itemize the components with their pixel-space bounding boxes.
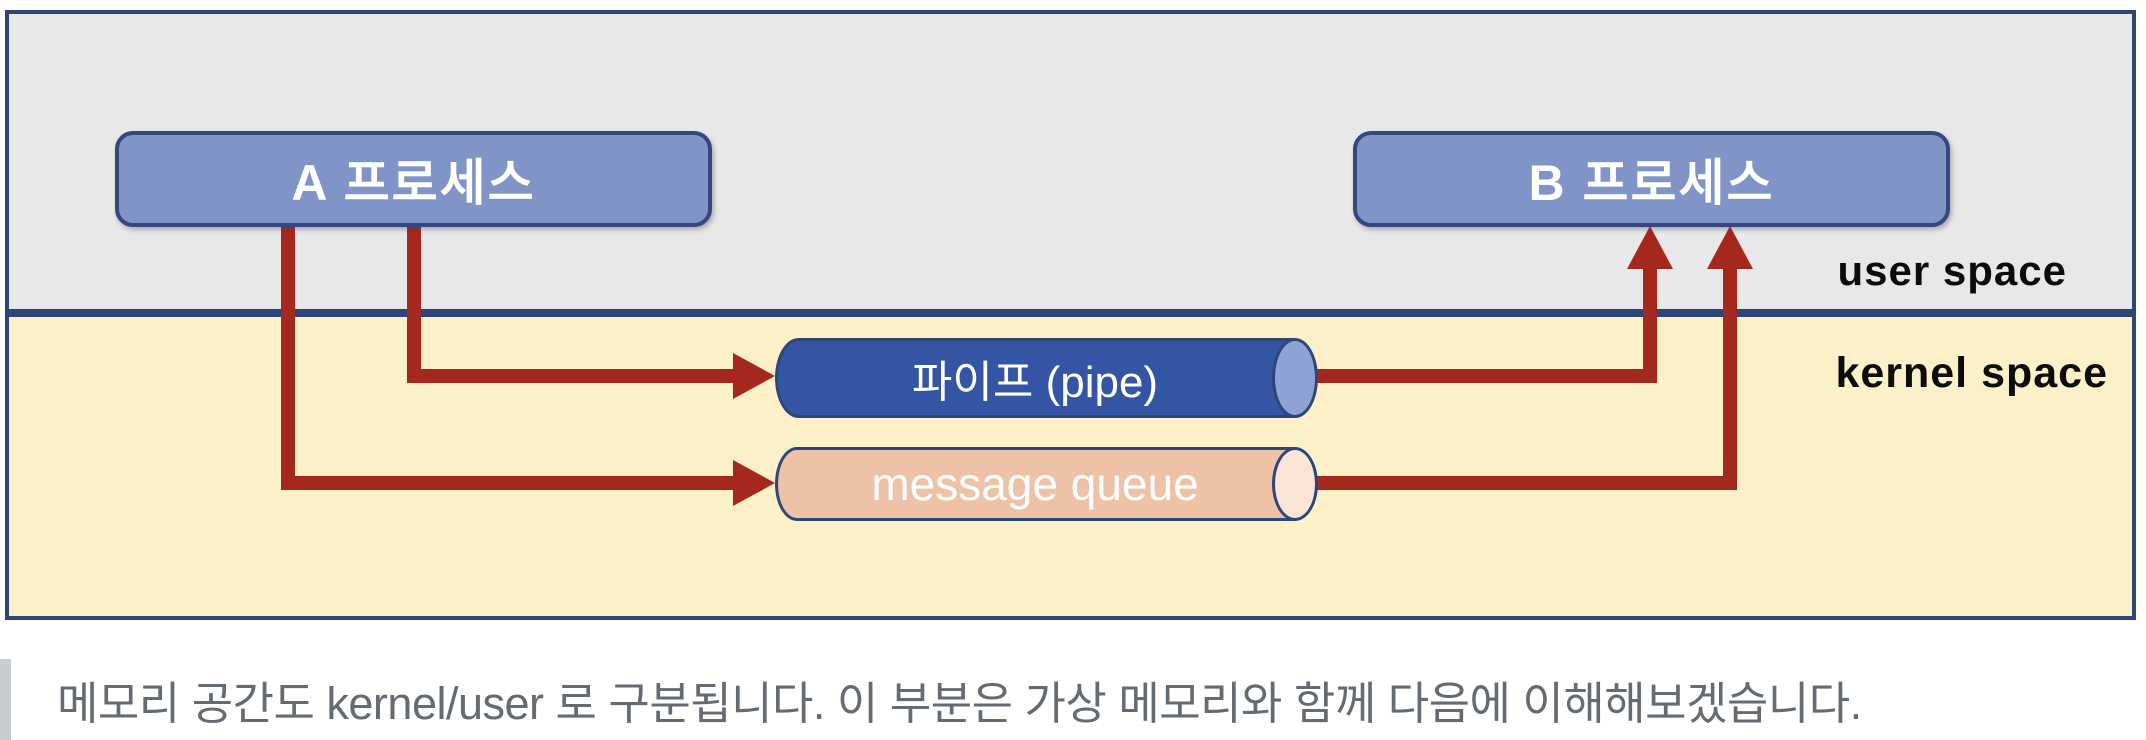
connector-mq-to-b-vertical bbox=[1723, 266, 1737, 490]
pipe-label: 파이프 (pipe) bbox=[911, 358, 1159, 407]
arrowhead-into-pipe-icon bbox=[733, 353, 775, 399]
pipe-cylinder-cap bbox=[1272, 338, 1318, 418]
process-b-label: B 프로세스 bbox=[1528, 155, 1775, 211]
process-a-label: A 프로세스 bbox=[291, 155, 536, 211]
caption-quote-bar bbox=[0, 659, 11, 740]
arrowhead-into-b-from-mq-icon bbox=[1707, 226, 1753, 269]
connector-a-to-pipe-vertical bbox=[407, 227, 421, 383]
process-b-box: B 프로세스 bbox=[1353, 131, 1950, 227]
kernel-space-label: kernel space bbox=[1835, 349, 2108, 397]
caption-text: 메모리 공간도 kernel/user 로 구분됩니다. 이 부분은 가상 메모… bbox=[57, 677, 1862, 729]
pipe-cylinder: 파이프 (pipe) bbox=[775, 338, 1295, 418]
connector-a-to-mq-vertical bbox=[281, 227, 295, 490]
message-queue-label: message queue bbox=[871, 458, 1199, 510]
connector-pipe-to-b-horizontal bbox=[1310, 369, 1657, 383]
connector-a-to-mq-horizontal bbox=[281, 476, 734, 490]
process-a-box: A 프로세스 bbox=[115, 131, 712, 227]
message-queue-cylinder-cap bbox=[1272, 447, 1318, 521]
ipc-diagram bbox=[5, 10, 2136, 620]
message-queue-cylinder: message queue bbox=[775, 447, 1295, 521]
user-kernel-divider bbox=[9, 309, 2132, 317]
connector-mq-to-b-horizontal bbox=[1310, 476, 1737, 490]
arrowhead-into-b-from-pipe-icon bbox=[1627, 226, 1673, 269]
user-space-label: user space bbox=[1837, 247, 2067, 294]
connector-a-to-pipe-horizontal bbox=[407, 369, 734, 383]
connector-pipe-to-b-vertical bbox=[1643, 266, 1657, 383]
arrowhead-into-mq-icon bbox=[733, 460, 775, 506]
